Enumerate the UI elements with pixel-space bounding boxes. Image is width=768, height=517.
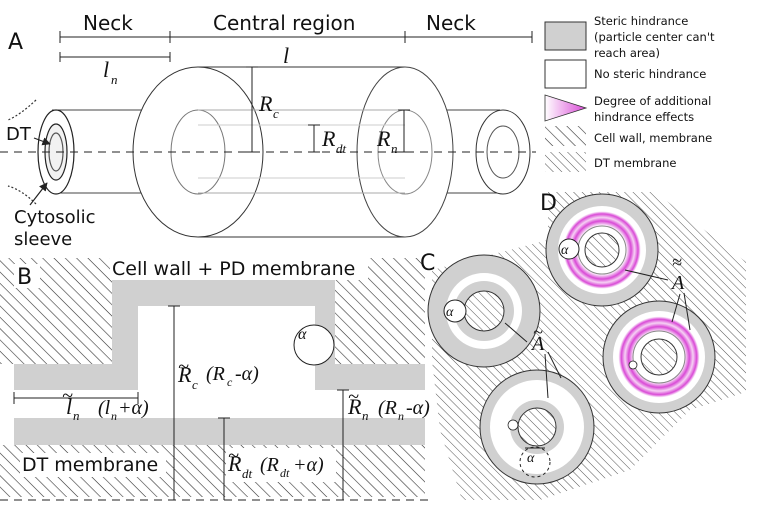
- svg-text:~: ~: [228, 445, 239, 467]
- dt-membrane-label: DT membrane: [22, 454, 158, 476]
- a-tilde-pointers: [504, 322, 562, 399]
- svg-text:R: R: [347, 394, 362, 419]
- length-l-label: l: [283, 43, 289, 68]
- svg-text:c: c: [192, 377, 198, 392]
- legend: Steric hindrance (particle center can't …: [544, 14, 715, 172]
- svg-text:Steric hindrance: Steric hindrance: [594, 14, 688, 28]
- dt-arrow: [33, 137, 51, 146]
- svg-text:c: c: [227, 375, 233, 389]
- radius-markers: [246, 66, 410, 153]
- a-double-tilde-pointers: [624, 269, 691, 331]
- cell-wall-hatch: [0, 258, 425, 364]
- alpha-particle: [293, 324, 335, 366]
- svg-text:Degree of additional: Degree of additional: [594, 94, 711, 108]
- svg-text:+α): +α): [293, 454, 324, 476]
- alpha-label-d: α: [561, 243, 569, 258]
- svg-text:Cell wall, membrane: Cell wall, membrane: [594, 131, 712, 145]
- svg-text:n: n: [73, 408, 80, 423]
- svg-text:+α): +α): [118, 397, 149, 419]
- svg-text:-α): -α): [235, 363, 259, 385]
- svg-text:≈: ≈: [672, 252, 682, 272]
- svg-text:n: n: [111, 72, 118, 87]
- cell-d-lower: [602, 300, 716, 414]
- svg-text:~: ~: [348, 386, 359, 408]
- svg-text:(R: (R: [378, 397, 397, 419]
- svg-text:c: c: [273, 106, 279, 121]
- legend-dt-membrane: DT membrane: [545, 152, 676, 172]
- svg-text:(R: (R: [206, 363, 225, 385]
- panel-b-dimensions: [13, 305, 349, 500]
- svg-text:R: R: [321, 126, 336, 151]
- ln-tilde-label: ~ l n (l n +α): [62, 385, 149, 423]
- top-dimension-bar: [59, 31, 533, 62]
- svg-text:(R: (R: [260, 454, 279, 476]
- svg-text:n: n: [111, 409, 117, 423]
- a-tilde-label: ~ A: [530, 322, 545, 355]
- svg-text:No steric hindrance: No steric hindrance: [594, 67, 706, 81]
- alpha-label-c: α: [446, 305, 454, 320]
- svg-text:(l: (l: [98, 397, 111, 419]
- cell-c-upper: α: [427, 254, 541, 368]
- cell-c-lower: α: [479, 369, 595, 485]
- rc-label: R c: [258, 91, 279, 121]
- legend-no-steric: No steric hindrance: [544, 59, 706, 89]
- panel-label-d: D: [540, 191, 557, 216]
- steric-band-lower: [14, 418, 425, 445]
- sleeve-arrow: [29, 182, 48, 206]
- svg-text:(particle center can't: (particle center can't: [594, 30, 715, 44]
- sleeve-label-2: sleeve: [14, 229, 72, 250]
- svg-text:dt: dt: [336, 141, 347, 156]
- legend-cell-wall: Cell wall, membrane: [545, 126, 712, 146]
- alpha-label-c-bottom: α: [527, 451, 535, 466]
- svg-text:reach area): reach area): [594, 46, 660, 60]
- panel-c: C α α ~ A: [420, 251, 595, 485]
- neck-length-label: l n: [103, 57, 118, 87]
- svg-text:n: n: [398, 409, 404, 423]
- panel-d: D α ≈ A: [540, 191, 716, 414]
- neck-left-label: Neck: [83, 11, 133, 35]
- svg-text:DT membrane: DT membrane: [594, 156, 676, 170]
- svg-text:R: R: [227, 451, 242, 476]
- svg-text:n: n: [391, 141, 398, 156]
- legend-additional: Degree of additional hindrance effects: [544, 94, 711, 124]
- svg-text:dt: dt: [280, 466, 290, 480]
- svg-text:~: ~: [62, 385, 73, 407]
- dt-membrane-label-bg: [20, 453, 166, 477]
- central-region-label: Central region: [213, 11, 355, 35]
- svg-text:dt: dt: [242, 466, 253, 481]
- svg-text:~: ~: [533, 322, 543, 342]
- svg-text:A: A: [670, 272, 685, 294]
- svg-text:-α): -α): [406, 397, 430, 419]
- svg-text:l: l: [66, 394, 72, 419]
- rdt-label: R dt: [321, 126, 347, 156]
- svg-text:n: n: [362, 408, 369, 423]
- rn-label: R n: [376, 126, 398, 156]
- panel-b: B Cell wall + PD membrane DT membrane α …: [0, 258, 432, 501]
- dt-label: DT: [6, 124, 32, 145]
- cell-d-upper: α: [545, 193, 659, 307]
- cell-wall-label-bg: [110, 258, 368, 280]
- svg-text:R: R: [376, 126, 391, 151]
- sleeve-label-1: Cytosolic: [14, 207, 96, 228]
- svg-text:~: ~: [178, 356, 189, 378]
- svg-text:hindrance effects: hindrance effects: [594, 110, 694, 124]
- panel-label-c: C: [420, 251, 435, 276]
- panel-a: A Neck Central region Neck l l n: [0, 11, 536, 250]
- svg-text:R: R: [177, 362, 192, 387]
- alpha-label-b: α: [298, 326, 307, 343]
- svg-text:l: l: [103, 57, 109, 82]
- svg-text:R: R: [258, 91, 273, 116]
- panel-b-label-bg: [14, 264, 40, 288]
- cell-wall-label: Cell wall + PD membrane: [112, 258, 355, 280]
- neck-right-label: Neck: [426, 11, 476, 35]
- a-double-tilde-label: ≈ A: [670, 252, 685, 294]
- svg-text:A: A: [530, 333, 545, 355]
- rdt-tilde-label: ~ R dt (R dt +α): [226, 445, 336, 482]
- legend-steric: Steric hindrance (particle center can't …: [544, 14, 715, 60]
- rc-tilde-label: ~ R c (R c -α): [177, 356, 259, 392]
- panel-label-a: A: [8, 30, 23, 55]
- panel-label-b: B: [17, 265, 32, 290]
- rn-tilde-label: ~ R n (R n -α): [347, 386, 430, 423]
